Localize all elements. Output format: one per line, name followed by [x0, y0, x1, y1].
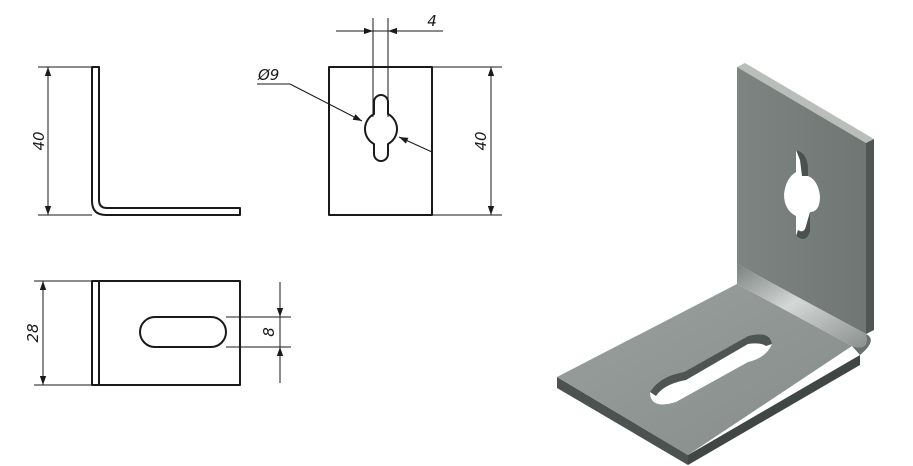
isometric-bracket-render	[557, 63, 874, 465]
base-front-edge	[557, 377, 688, 465]
slot-dimension-label: 8	[260, 327, 278, 337]
top-view: 28 8	[24, 280, 291, 386]
bend-outer-curve	[852, 334, 871, 355]
hole-diameter-label: Ø9	[257, 66, 279, 84]
hole-diameter-leader-out	[398, 136, 433, 153]
base-right-edge	[688, 355, 860, 465]
base-plate-outline	[91, 280, 241, 386]
keyhole-outline	[364, 94, 398, 162]
render-keyhole-inner-wall	[796, 150, 808, 176]
hole-diameter-leader-in	[289, 83, 363, 122]
render-keyhole-inner-wall-lower	[796, 212, 810, 240]
slot-width-label: 4	[427, 12, 437, 30]
side-height-label: 40	[30, 131, 48, 150]
vertical-leg-top-edge	[737, 63, 874, 143]
l-profile-outline	[91, 66, 241, 216]
front-view: 4 Ø9 40	[257, 12, 502, 216]
bend-surface	[737, 264, 867, 348]
render-keyhole	[784, 150, 820, 240]
front-plate-outline	[328, 66, 433, 216]
front-height-label: 40	[472, 131, 490, 150]
top-width-label: 28	[24, 323, 42, 342]
render-slot	[650, 334, 772, 405]
base-slot-outline	[139, 316, 227, 348]
side-view: 40	[30, 66, 241, 216]
render-slot-inner-wall	[650, 334, 772, 396]
vertical-leg-side-edge	[866, 139, 874, 334]
